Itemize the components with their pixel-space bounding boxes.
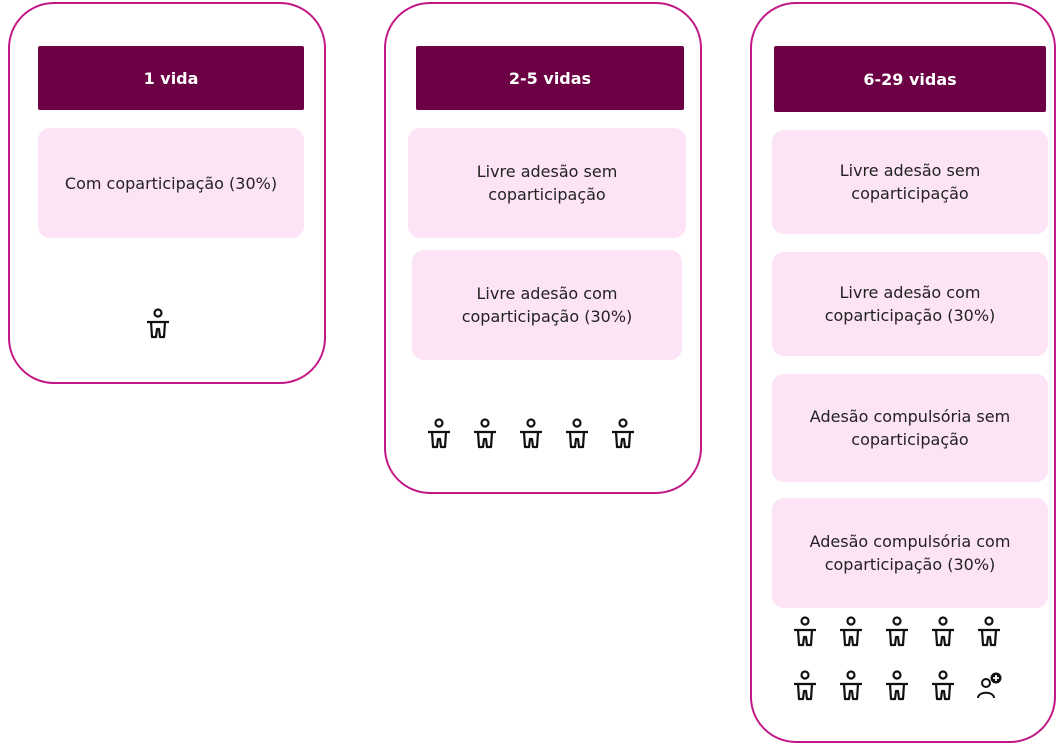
person-icon [792,616,818,648]
plan-option: Adesão compulsória com coparticipação (3… [772,498,1048,608]
person-icon [976,616,1002,648]
plan-option-label: Com coparticipação (30%) [64,173,278,193]
person-icon [884,616,910,648]
plan-option-label: Adesão compulsória com coparticipação (3… [809,532,1011,574]
plan-option-label: Livre adesão com coparticipação (30%) [824,283,996,325]
plan-option-label: Livre adesão sem coparticipação [839,161,981,203]
person-icon [838,670,864,702]
person-icon [930,670,956,702]
plan-header-label: 2-5 vidas [508,68,592,88]
plan-header: 1 vida [38,46,304,110]
plan-card-6-29-vidas: 6-29 vidas Livre adesão sem coparticipaç… [750,2,1056,743]
person-icon [145,308,171,340]
person-icon [564,418,590,450]
person-icon [610,418,636,450]
person-icon [518,418,544,450]
plan-option: Com coparticipação (30%) [38,128,304,238]
plan-card-1-vida: 1 vida Com coparticipação (30%) [8,2,326,384]
plan-option: Adesão compulsória sem coparticipação [772,374,1048,482]
lives-icons-row-1 [792,616,1002,648]
person-icon [792,670,818,702]
person-icon [426,418,452,450]
plan-header: 6-29 vidas [774,46,1046,112]
plan-option: Livre adesão com coparticipação (30%) [412,250,682,360]
plan-option: Livre adesão com coparticipação (30%) [772,252,1048,356]
person-icon [838,616,864,648]
lives-icons [426,418,636,450]
plan-header-label: 1 vida [143,68,199,88]
person-icon [884,670,910,702]
plan-header: 2-5 vidas [416,46,684,110]
add-person-icon [976,670,1002,702]
plan-card-2-5-vidas: 2-5 vidas Livre adesão sem coparticipaçã… [384,2,702,494]
lives-icons [145,308,171,340]
person-icon [472,418,498,450]
plan-option: Livre adesão sem coparticipação [772,130,1048,234]
person-icon [930,616,956,648]
plan-option-label: Livre adesão com coparticipação (30%) [461,284,633,326]
plan-header-label: 6-29 vidas [863,69,957,89]
lives-icons-row-2 [792,670,1002,702]
plan-option-label: Livre adesão sem coparticipação [476,162,618,204]
plan-option-label: Adesão compulsória sem coparticipação [809,407,1011,449]
plan-option: Livre adesão sem coparticipação [408,128,686,238]
